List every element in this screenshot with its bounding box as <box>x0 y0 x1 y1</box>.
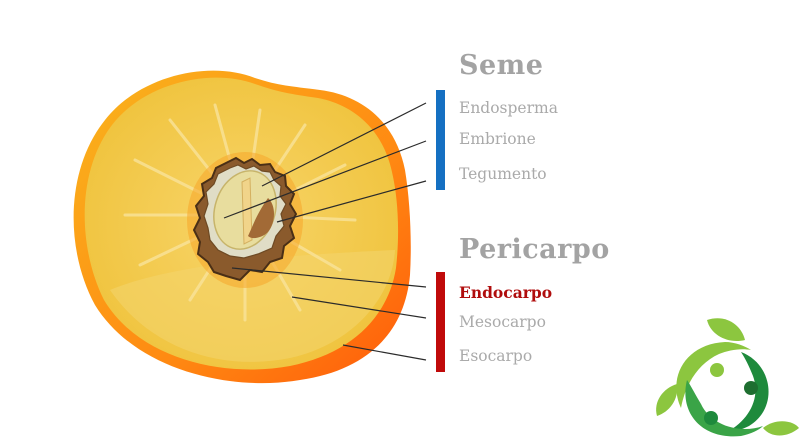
seed-bracket-bar <box>436 90 445 190</box>
seed-heading: Seme <box>459 50 544 81</box>
dot-icon <box>704 411 718 425</box>
leaf-icon <box>656 384 678 416</box>
pericarp-bracket-bar <box>436 272 445 372</box>
brand-logo <box>656 318 799 437</box>
label-endosperma: Endosperma <box>459 99 558 117</box>
leaf-icon <box>707 318 745 342</box>
label-mesocarpo: Mesocarpo <box>459 313 546 331</box>
leader-lines <box>223 102 427 361</box>
pericarp-heading: Pericarpo <box>459 234 610 265</box>
seed-embryo <box>241 177 253 245</box>
seed-tegument <box>248 198 274 239</box>
label-tegumento: Tegumento <box>459 165 547 183</box>
dot-icon <box>710 363 724 377</box>
label-esocarpo: Esocarpo <box>459 347 533 365</box>
label-endocarpo: Endocarpo <box>459 283 553 302</box>
label-embrione: Embrione <box>459 130 536 148</box>
dot-icon <box>744 381 758 395</box>
leaf-icon <box>763 421 799 436</box>
